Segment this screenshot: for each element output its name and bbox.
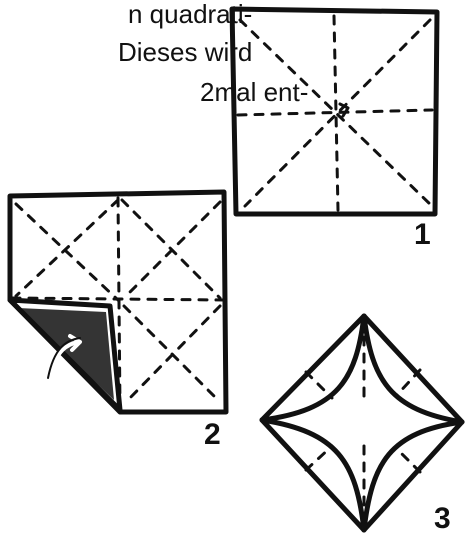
step-1-vertical-fold	[334, 16, 338, 210]
step-2-corner-fold	[10, 192, 226, 412]
step-number-2: 2	[204, 420, 221, 450]
step-3-flap-fold	[396, 370, 420, 396]
step-number-1: 1	[414, 220, 431, 250]
step-3-flap-fold	[306, 446, 332, 470]
step-1-horizontal-fold	[238, 110, 432, 115]
step-2-diagonal-fold	[16, 200, 118, 296]
step-number-3: 3	[434, 504, 451, 534]
step-3-flap-fold	[396, 448, 420, 472]
step-1-folded-square	[232, 9, 437, 214]
step-3-flap-fold	[306, 372, 332, 398]
step-2-diagonal-fold	[16, 204, 118, 300]
step-2-vertical-fold	[118, 198, 120, 408]
step-3-diamond-outline	[262, 316, 462, 530]
step-3-star-flaps	[262, 316, 462, 530]
step-3-folded-diamond	[262, 316, 462, 530]
